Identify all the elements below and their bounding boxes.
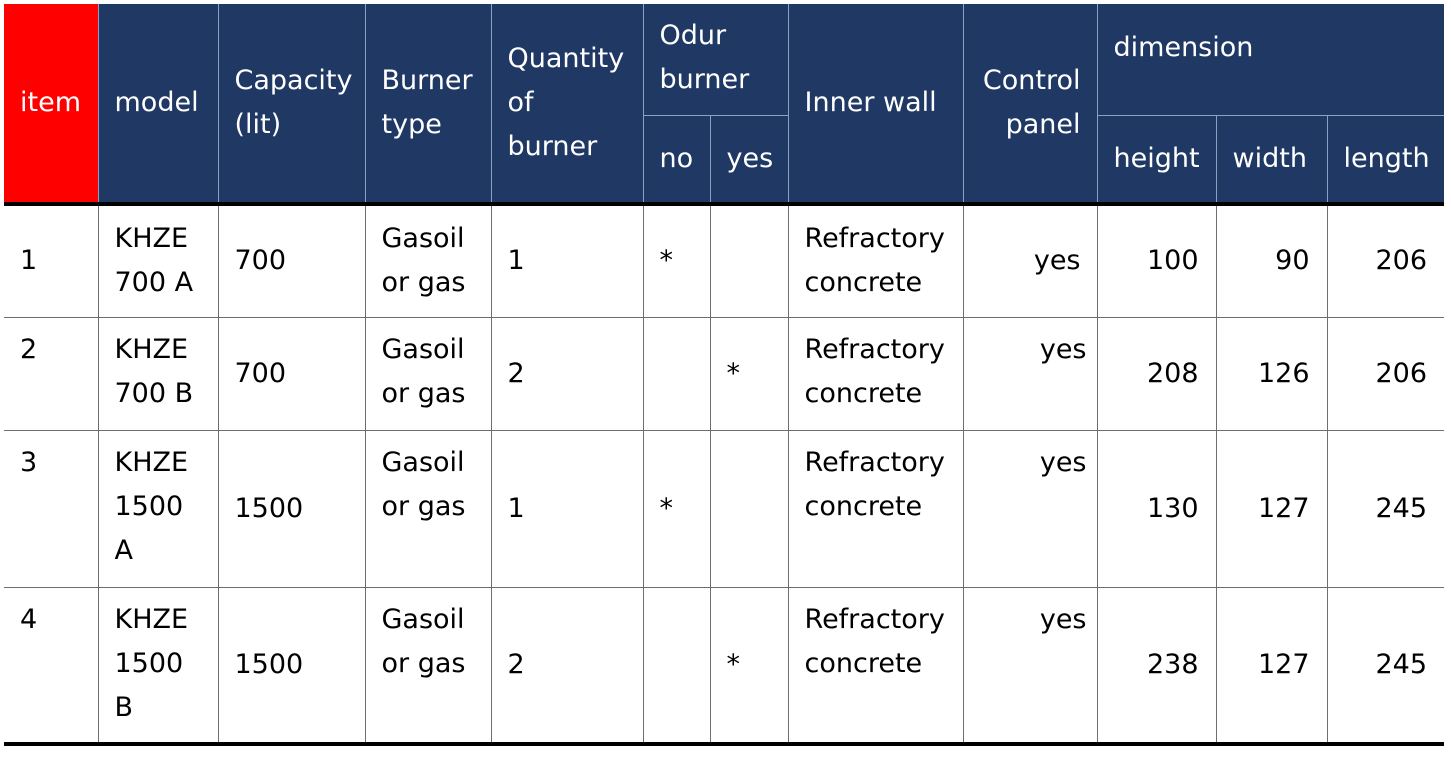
cell-capacity: 700 [218, 202, 366, 318]
cell-capacity: 700 [218, 317, 366, 431]
cell-length: 245 [1327, 587, 1445, 746]
cell-item: 3 [4, 430, 99, 588]
cell-inner-wall: Refractory concrete [788, 202, 964, 318]
header-control-panel: Control panel [963, 4, 1098, 204]
cell-capacity: 1500 [218, 587, 366, 746]
header-height: height [1097, 114, 1217, 204]
cell-height: 238 [1097, 587, 1217, 746]
header-length: length [1327, 114, 1445, 204]
cell-burner-type: Gasoil or gas [365, 317, 492, 431]
table-row: 3 KHZE 1500 A 1500 Gasoil or gas 1 * Ref… [4, 430, 1445, 588]
cell-width: 90 [1216, 202, 1328, 318]
cell-height: 100 [1097, 202, 1217, 318]
header-width: width [1216, 114, 1328, 204]
cell-height: 130 [1097, 430, 1217, 588]
cell-control-panel: yes [963, 317, 1098, 431]
cell-control-panel: yes [963, 202, 1098, 318]
cell-quantity: 2 [491, 317, 644, 431]
header-inner-wall: Inner wall [788, 4, 964, 204]
cell-width: 127 [1216, 430, 1328, 588]
cell-odur-no: * [643, 202, 711, 318]
cell-width: 127 [1216, 587, 1328, 746]
spec-table: item model Capacity (lit) Burner type Qu… [4, 4, 1445, 746]
cell-control-panel: yes [963, 430, 1098, 588]
header-odur-yes: yes [710, 114, 789, 204]
table-body: 1 KHZE 700 A 700 Gasoil or gas 1 * Refra… [4, 202, 1445, 746]
table-header: item model Capacity (lit) Burner type Qu… [4, 4, 1445, 204]
cell-item: 2 [4, 317, 99, 431]
cell-capacity: 1500 [218, 430, 366, 588]
cell-length: 245 [1327, 430, 1445, 588]
cell-width: 126 [1216, 317, 1328, 431]
header-model: model [98, 4, 219, 204]
header-odur-no: no [643, 114, 711, 204]
cell-odur-yes [710, 202, 789, 318]
cell-length: 206 [1327, 317, 1445, 431]
cell-inner-wall: Refractory concrete [788, 317, 964, 431]
cell-inner-wall: Refractory concrete [788, 430, 964, 588]
header-capacity: Capacity (lit) [218, 4, 366, 204]
header-item: item [4, 4, 99, 204]
header-quantity-of-burner: Quantity of burner [491, 4, 644, 204]
cell-quantity: 2 [491, 587, 644, 746]
cell-item: 4 [4, 587, 99, 746]
table-row: 2 KHZE 700 B 700 Gasoil or gas 2 * Refra… [4, 317, 1445, 431]
cell-model: KHZE 700 B [98, 317, 219, 431]
cell-model: KHZE 1500 B [98, 587, 219, 746]
cell-quantity: 1 [491, 202, 644, 318]
cell-odur-yes: * [710, 317, 789, 431]
cell-height: 208 [1097, 317, 1217, 431]
header-dimension: dimension [1097, 4, 1445, 115]
spec-table-container: item model Capacity (lit) Burner type Qu… [4, 4, 1445, 746]
cell-model: KHZE 700 A [98, 202, 219, 318]
cell-quantity: 1 [491, 430, 644, 588]
cell-model: KHZE 1500 A [98, 430, 219, 588]
cell-odur-yes: * [710, 587, 789, 746]
cell-burner-type: Gasoil or gas [365, 430, 492, 588]
cell-burner-type: Gasoil or gas [365, 587, 492, 746]
header-odur-burner: Odur burner [643, 4, 789, 115]
cell-item: 1 [4, 202, 99, 318]
cell-odur-yes [710, 430, 789, 588]
cell-length: 206 [1327, 202, 1445, 318]
cell-odur-no [643, 587, 711, 746]
header-burner-type: Burner type [365, 4, 492, 204]
cell-odur-no: * [643, 430, 711, 588]
cell-odur-no [643, 317, 711, 431]
table-row: 4 KHZE 1500 B 1500 Gasoil or gas 2 * Ref… [4, 587, 1445, 746]
cell-control-panel: yes [963, 587, 1098, 746]
table-row: 1 KHZE 700 A 700 Gasoil or gas 1 * Refra… [4, 202, 1445, 318]
cell-inner-wall: Refractory concrete [788, 587, 964, 746]
cell-burner-type: Gasoil or gas [365, 202, 492, 318]
